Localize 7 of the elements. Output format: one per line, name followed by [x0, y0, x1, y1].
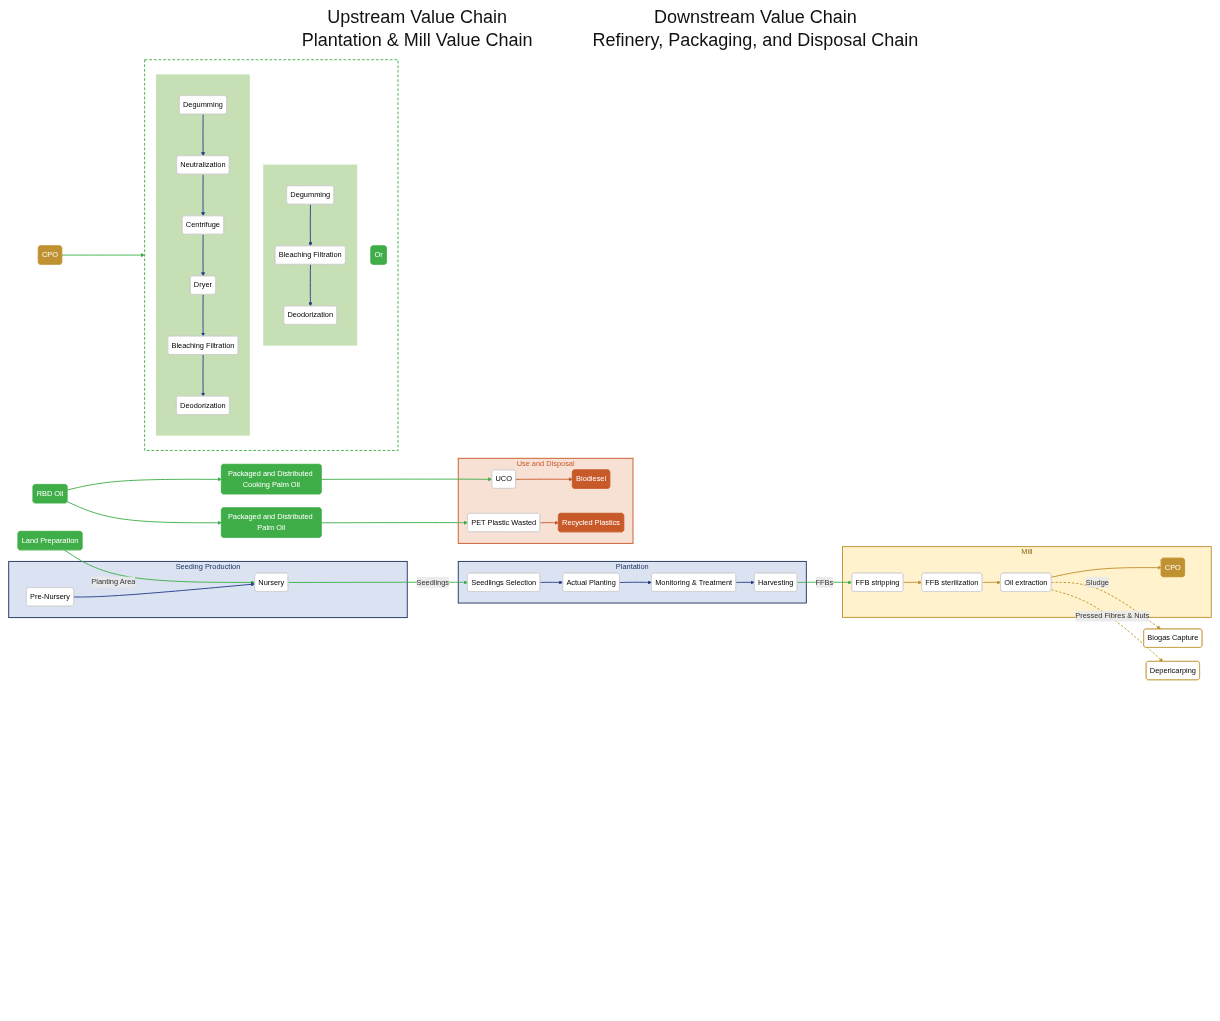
section-heading: Upstream Value Chain	[326, 6, 508, 29]
section-subheading: Refinery, Packaging, and Disposal Chain	[592, 29, 919, 52]
cluster	[263, 164, 358, 346]
section-subheading: Plantation & Mill Value Chain	[301, 29, 533, 52]
cluster	[144, 59, 399, 451]
section-heading: Downstream Value Chain	[653, 6, 858, 29]
cluster	[155, 74, 250, 436]
